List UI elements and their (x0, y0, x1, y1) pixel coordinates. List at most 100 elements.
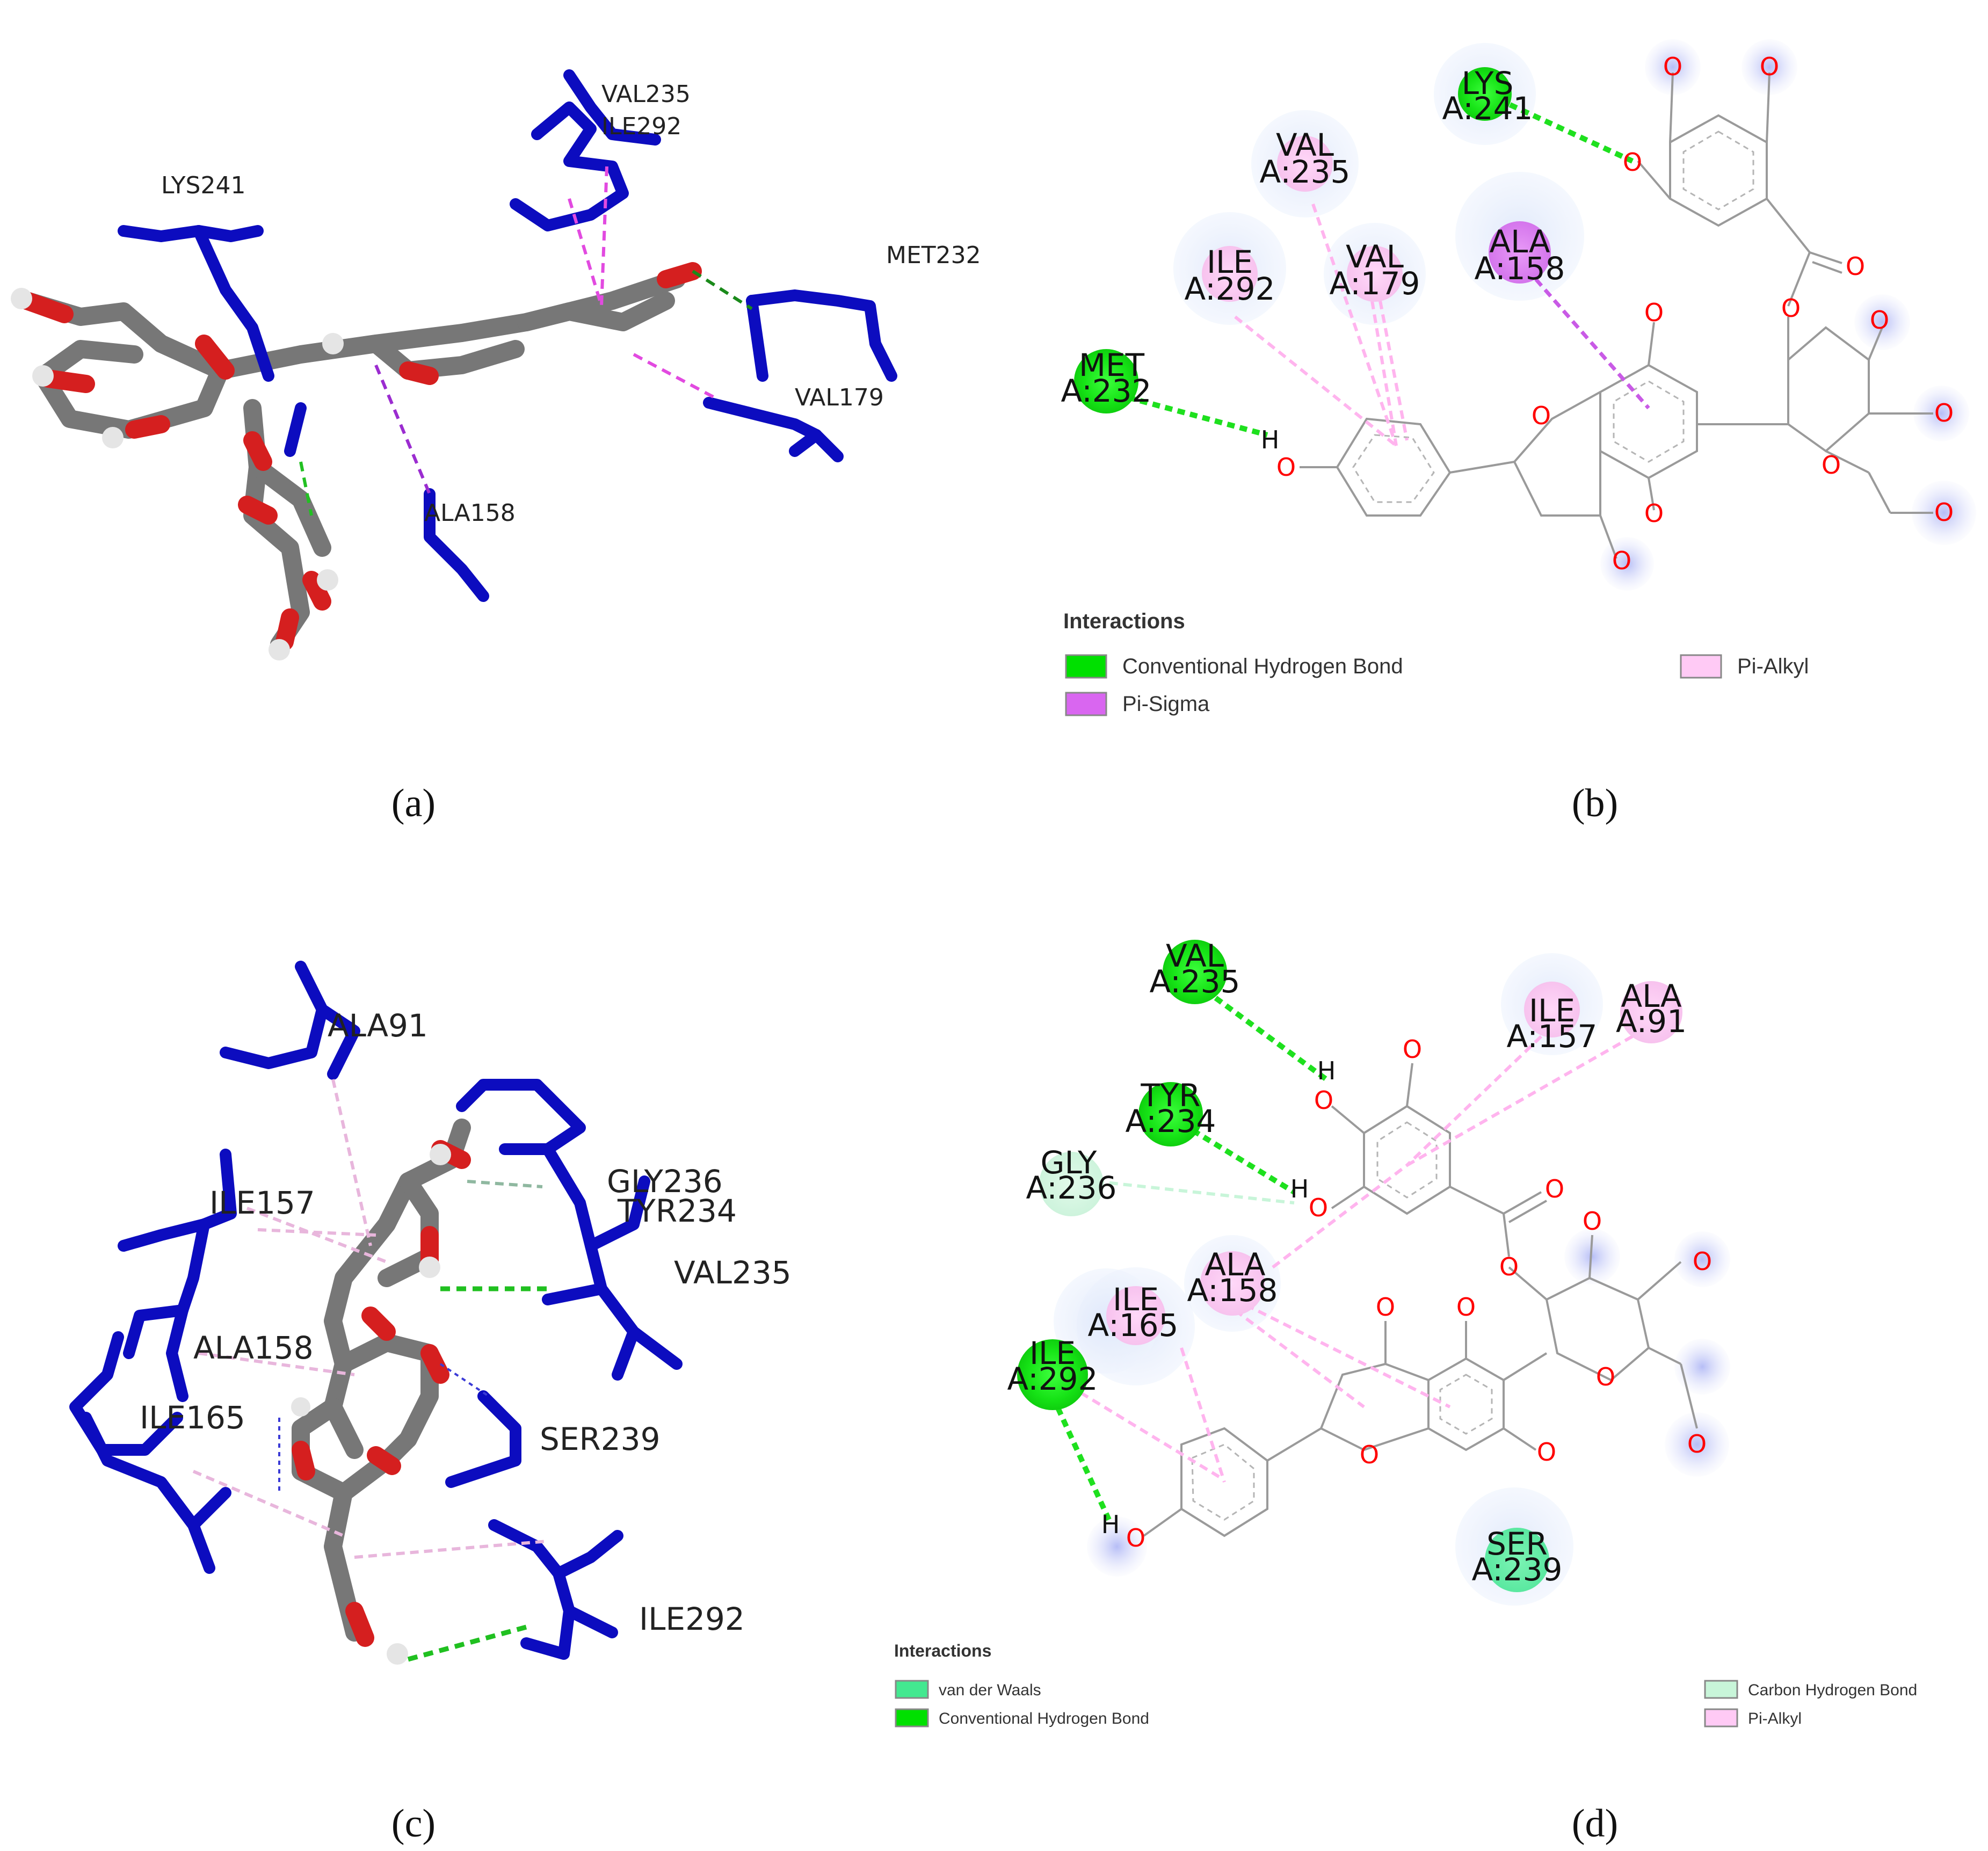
legend-title-d: Interactions (894, 1641, 991, 1660)
legend-swatch-pialkyl-b (1680, 654, 1722, 679)
halos-d (1054, 953, 1730, 1606)
legend-swatch-hbond-b (1065, 654, 1107, 679)
res-b-ala158-id: A:158 (1475, 250, 1565, 287)
label-lys241-a: LYS241 (161, 172, 245, 199)
interactions-a (299, 166, 753, 516)
panel-label-b: (b) (1572, 781, 1618, 825)
label-val179-a: VAL179 (795, 384, 884, 411)
res-d-ile157-id: A:157 (1507, 1018, 1598, 1055)
atom-o: O (1934, 498, 1954, 527)
atom-o: O (1276, 453, 1296, 482)
res-d-val235-id: A:235 (1150, 963, 1240, 1000)
atom-o: O (1781, 294, 1801, 323)
label-ile292-a: ILE292 (601, 113, 681, 140)
ligand-2d-b (1300, 72, 1933, 559)
atom-o: O (1403, 1035, 1422, 1064)
res-d-val235-name: VAL (1166, 938, 1224, 974)
res-d-ile292-name: ILE (1029, 1335, 1076, 1371)
res-d-ala91-id: A:91 (1616, 1003, 1687, 1040)
atom-h: H (1261, 425, 1280, 454)
atom-o: O (1456, 1293, 1476, 1322)
atom-o: O (1644, 499, 1664, 528)
res-b-ile292-id: A:292 (1185, 271, 1275, 307)
residue-discs-d (1017, 940, 1682, 1592)
panel-a: VAL235 ILE292 LYS241 MET232 VAL179 ALA15… (11, 69, 981, 825)
label-ile165-c: ILE165 (140, 1399, 245, 1436)
interactions-c (192, 1079, 548, 1662)
res-b-val235-name: VAL (1276, 127, 1334, 163)
res-b-val235-id: A:235 (1260, 154, 1351, 190)
res-d-gly236-id: A:236 (1026, 1170, 1117, 1206)
atoms-b: O O O O O O O O O O O O O O H (1261, 52, 1954, 575)
panel-b: O O O O O O O O O O O O O O H LYS A:241 (1061, 39, 1976, 825)
label-tyr234-c: TYR234 (617, 1193, 737, 1229)
legend-title-b: Interactions (1063, 609, 1185, 633)
res-d-ile157-name: ILE (1529, 992, 1575, 1029)
atom-o: O (1376, 1293, 1395, 1322)
legend-label-hbond-b: Conventional Hydrogen Bond (1122, 655, 1403, 678)
ligand-3d-sticks-c (291, 1119, 471, 1665)
legend-label-pisigma-b: Pi-Sigma (1122, 692, 1210, 716)
res-d-ala91-name: ALA (1621, 978, 1682, 1014)
panel-c: ALA91 ILE157 GLY236 TYR234 VAL235 ALA158… (69, 961, 792, 1846)
residue-sticks-c (69, 961, 683, 1660)
label-ser239-c: SER239 (540, 1421, 660, 1457)
atom-o: O (1934, 398, 1954, 427)
res-d-tyr234-name: TYR (1140, 1077, 1200, 1114)
atom-o: O (1693, 1247, 1712, 1276)
residue-labels-b: LYS A:241 VAL A:235 ILE A:292 VAL A:179 … (1061, 65, 1565, 409)
legend-swatch-hbond-d (895, 1708, 929, 1727)
atom-o: O (1760, 52, 1779, 81)
res-b-met232-id: A:232 (1061, 373, 1152, 409)
atoms-d: O O O O O O O O O O O O O O H H H (1101, 1035, 1712, 1552)
atom-o: O (1687, 1429, 1707, 1458)
ligand-3d-sticks (11, 262, 702, 660)
atom-o: O (1309, 1193, 1328, 1222)
res-d-ile165-name: ILE (1113, 1281, 1159, 1318)
res-b-lys-id: A:241 (1442, 90, 1533, 127)
atom-o: O (1846, 252, 1865, 281)
label-ile157-c: ILE157 (209, 1185, 315, 1221)
interactions-b (1127, 97, 1650, 447)
res-d-gly236-name: GLY (1041, 1144, 1098, 1181)
residue-sticks-a (118, 69, 897, 602)
atom-o: O (1663, 52, 1682, 81)
res-b-lys-name: LYS (1462, 65, 1514, 101)
label-val235-a: VAL235 (601, 81, 691, 108)
res-d-ala158-id: A:158 (1187, 1272, 1278, 1309)
residue-labels-c: ALA91 ILE157 GLY236 TYR234 VAL235 ALA158… (140, 1007, 792, 1637)
legend-b: Interactions Conventional Hydrogen Bond … (1063, 609, 1809, 716)
atom-o: O (1822, 451, 1841, 480)
label-gly236-c: GLY236 (607, 1163, 723, 1200)
res-b-val179-id: A:179 (1330, 265, 1420, 302)
atom-o: O (1583, 1207, 1602, 1236)
panel-label-c: (c) (391, 1802, 436, 1846)
halos-b (1173, 39, 1976, 591)
atom-o: O (1870, 306, 1889, 335)
label-ala158-a: ALA158 (424, 499, 516, 527)
res-d-ile292-id: A:292 (1007, 1361, 1098, 1397)
res-d-ile165-id: A:165 (1088, 1307, 1179, 1344)
atom-o: O (1360, 1440, 1379, 1469)
atom-o: O (1644, 298, 1664, 327)
atom-h: H (1290, 1174, 1309, 1203)
res-d-tyr234-id: A:234 (1126, 1103, 1216, 1139)
legend-label-chbond-d: Carbon Hydrogen Bond (1748, 1681, 1917, 1699)
legend-swatch-pisigma-b (1065, 692, 1107, 716)
atom-o: O (1623, 148, 1642, 177)
ligand-2d-d (1143, 1063, 1698, 1537)
panel-label-a: (a) (391, 781, 436, 825)
atom-o: O (1499, 1252, 1519, 1281)
atom-o: O (1596, 1362, 1615, 1391)
res-b-val179-name: VAL (1346, 238, 1404, 275)
atom-o: O (1537, 1438, 1556, 1467)
atom-o: O (1314, 1086, 1333, 1115)
atom-h: H (1317, 1056, 1336, 1085)
res-d-ser239-name: SER (1486, 1526, 1548, 1562)
residue-discs-b (1074, 67, 1551, 413)
label-val235-c: VAL235 (674, 1254, 792, 1291)
atom-o: O (1545, 1174, 1564, 1203)
res-b-ala158-name: ALA (1490, 223, 1550, 260)
residue-labels-d: VAL A:235 ILE A:157 ALA A:91 TYR A:234 G… (1007, 938, 1687, 1588)
